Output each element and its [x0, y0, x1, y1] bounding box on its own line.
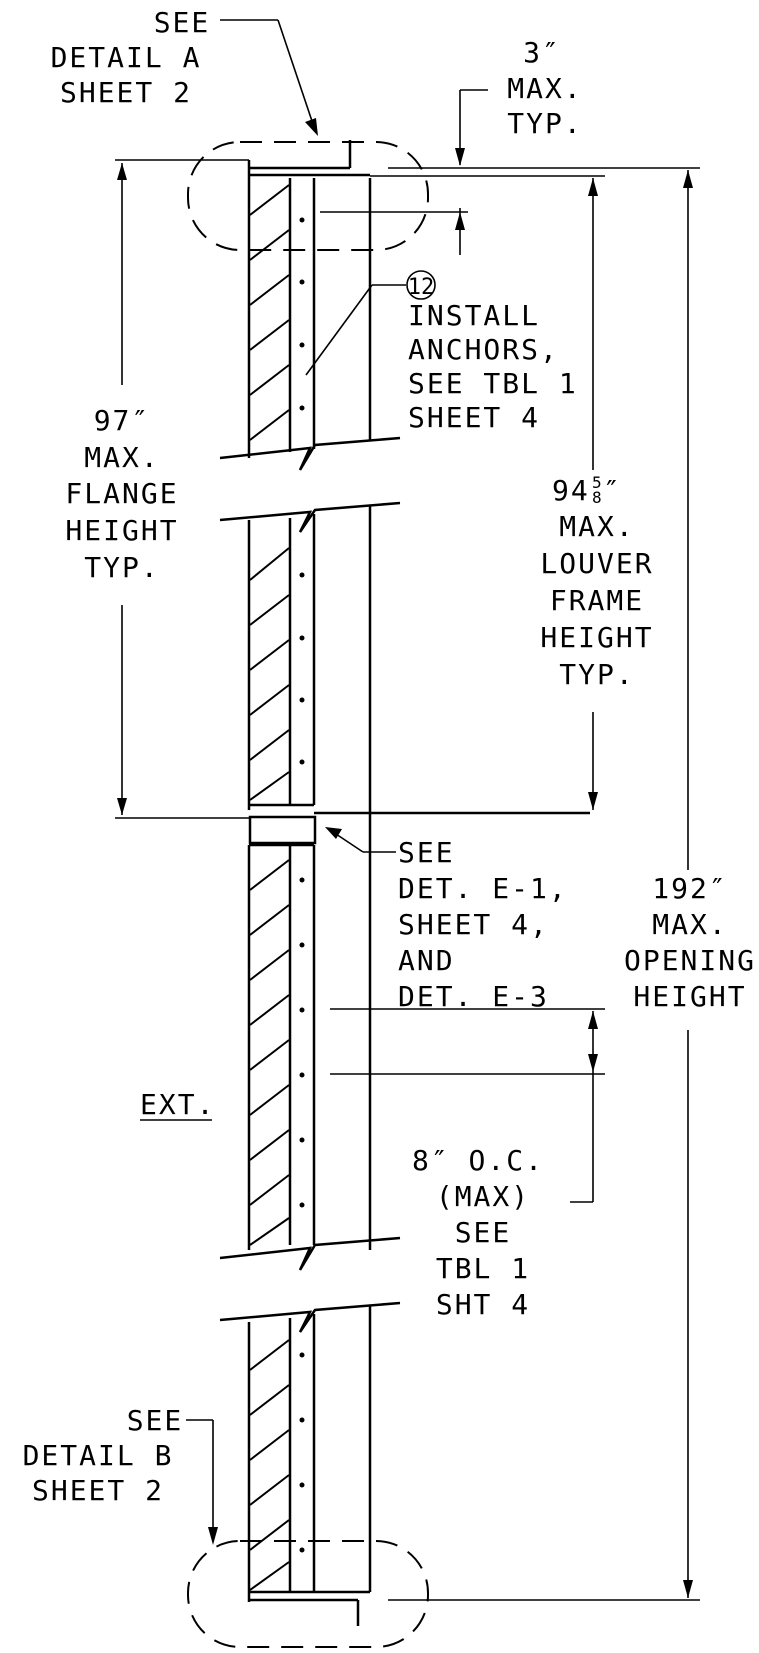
- anchors-line-4: SHEET 4: [408, 401, 540, 434]
- detail-a-line-3: SHEET 2: [60, 76, 192, 109]
- mullion-line-3: SHEET 4,: [398, 908, 549, 941]
- wall-segment-middle: [247, 843, 316, 1250]
- anchor-dots-middle: [299, 877, 305, 1208]
- mullion-line-5: DET. E-3: [398, 980, 549, 1013]
- flange-value: 97″: [94, 404, 151, 437]
- mullion-line-1: SEE: [398, 836, 455, 869]
- louver-value-denominator: 8: [592, 488, 602, 507]
- spacing-line-2: (MAX): [436, 1180, 530, 1213]
- spacing-line-1: 8″ O.C.: [412, 1144, 544, 1177]
- wall-segment-upper: [247, 505, 590, 1250]
- spacing-note: 8″ O.C. (MAX) SEE TBL 1 SHT 4: [412, 1144, 544, 1321]
- top-gap-typ: TYP.: [507, 107, 582, 140]
- anchors-note: INSTALL ANCHORS, SEE TBL 1 SHEET 4: [408, 299, 578, 434]
- detail-a-line-1: SEE: [154, 6, 211, 39]
- detail-a-note: SEE DETAIL A SHEET 2: [51, 6, 211, 109]
- spacing-line-5: SHT 4: [436, 1288, 530, 1321]
- flange-line-3: FLANGE: [65, 477, 178, 510]
- flange-line-4: HEIGHT: [65, 514, 178, 547]
- anchor-dots-top: [299, 217, 305, 411]
- louver-value-numerator: 5: [592, 473, 602, 492]
- callout-number: 12: [408, 275, 435, 300]
- top-gap-dimension: [320, 89, 488, 255]
- exterior-label: EXT.: [140, 1088, 215, 1121]
- detail-a-outline: [187, 141, 429, 251]
- spacing-line-4: TBL 1: [436, 1252, 530, 1285]
- louver-value-inch: ″: [603, 474, 622, 507]
- louver-line-3: FRAME: [550, 584, 644, 617]
- break-line-1: [219, 436, 401, 533]
- concrete-hatch-upper: [249, 547, 290, 801]
- louver-max: MAX.: [559, 510, 634, 543]
- flange-note: 97″ MAX. FLANGE HEIGHT TYP.: [65, 404, 178, 584]
- louver-value-whole: 94: [552, 474, 590, 507]
- louver-typ: TYP.: [559, 658, 634, 691]
- wall-segment-bottom: [247, 1305, 372, 1626]
- opening-line-4: HEIGHT: [633, 980, 746, 1013]
- flange-height-dimension: [115, 159, 249, 819]
- detail-b-note: SEE DETAIL B SHEET 2: [23, 1404, 184, 1507]
- anchor-spacing-dimension: [330, 1008, 605, 1203]
- exterior-text: EXT.: [140, 1088, 215, 1121]
- mullion-note: SEE DET. E-1, SHEET 4, AND DET. E-3: [398, 836, 568, 1013]
- spacing-line-3: SEE: [455, 1216, 512, 1249]
- detail-b-outline: [187, 1540, 429, 1648]
- louver-note: 94 5 8 ″ MAX. LOUVER FRAME HEIGHT TYP.: [540, 473, 653, 691]
- anchors-line-2: ANCHORS,: [408, 333, 559, 366]
- anchors-line-3: SEE TBL 1: [408, 367, 578, 400]
- concrete-hatch-bottom: [249, 1339, 290, 1591]
- louver-line-4: HEIGHT: [540, 621, 653, 654]
- break-line-2: [219, 1236, 401, 1333]
- anchors-line-1: INSTALL: [408, 299, 540, 332]
- louver-height-dimension: [370, 175, 605, 810]
- anchor-dots-bottom: [299, 1352, 305, 1553]
- opening-value: 192″: [652, 872, 727, 905]
- detail-a-line-2: DETAIL A: [51, 41, 202, 74]
- detail-b-line-3: SHEET 2: [32, 1474, 164, 1507]
- mullion-block: [248, 815, 317, 845]
- top-gap-value: 3″: [523, 36, 561, 69]
- head-plate: [249, 140, 352, 170]
- wall-segment-top: [247, 160, 372, 458]
- opening-height-dimension: [388, 167, 700, 1601]
- detail-b-line-1: SEE: [127, 1404, 184, 1437]
- detail-b-line-2: DETAIL B: [23, 1439, 174, 1472]
- top-gap-note: 3″ MAX. TYP.: [507, 36, 582, 140]
- concrete-hatch-middle: [249, 859, 290, 1246]
- concrete-hatch-top: [249, 184, 290, 441]
- opening-line-3: OPENING: [624, 944, 756, 977]
- mullion-line-4: AND: [398, 944, 455, 977]
- flange-max: MAX.: [84, 441, 159, 474]
- opening-max: MAX.: [652, 908, 727, 941]
- leaders: [186, 19, 406, 1545]
- callout-circle-12: [406, 270, 436, 300]
- opening-note: 192″ MAX. OPENING HEIGHT: [624, 872, 756, 1013]
- flange-typ: TYP.: [84, 551, 159, 584]
- top-gap-max: MAX.: [507, 72, 582, 105]
- louver-line-2: LOUVER: [540, 547, 653, 580]
- anchor-dots-upper: [299, 572, 305, 765]
- mullion-line-2: DET. E-1,: [398, 872, 568, 905]
